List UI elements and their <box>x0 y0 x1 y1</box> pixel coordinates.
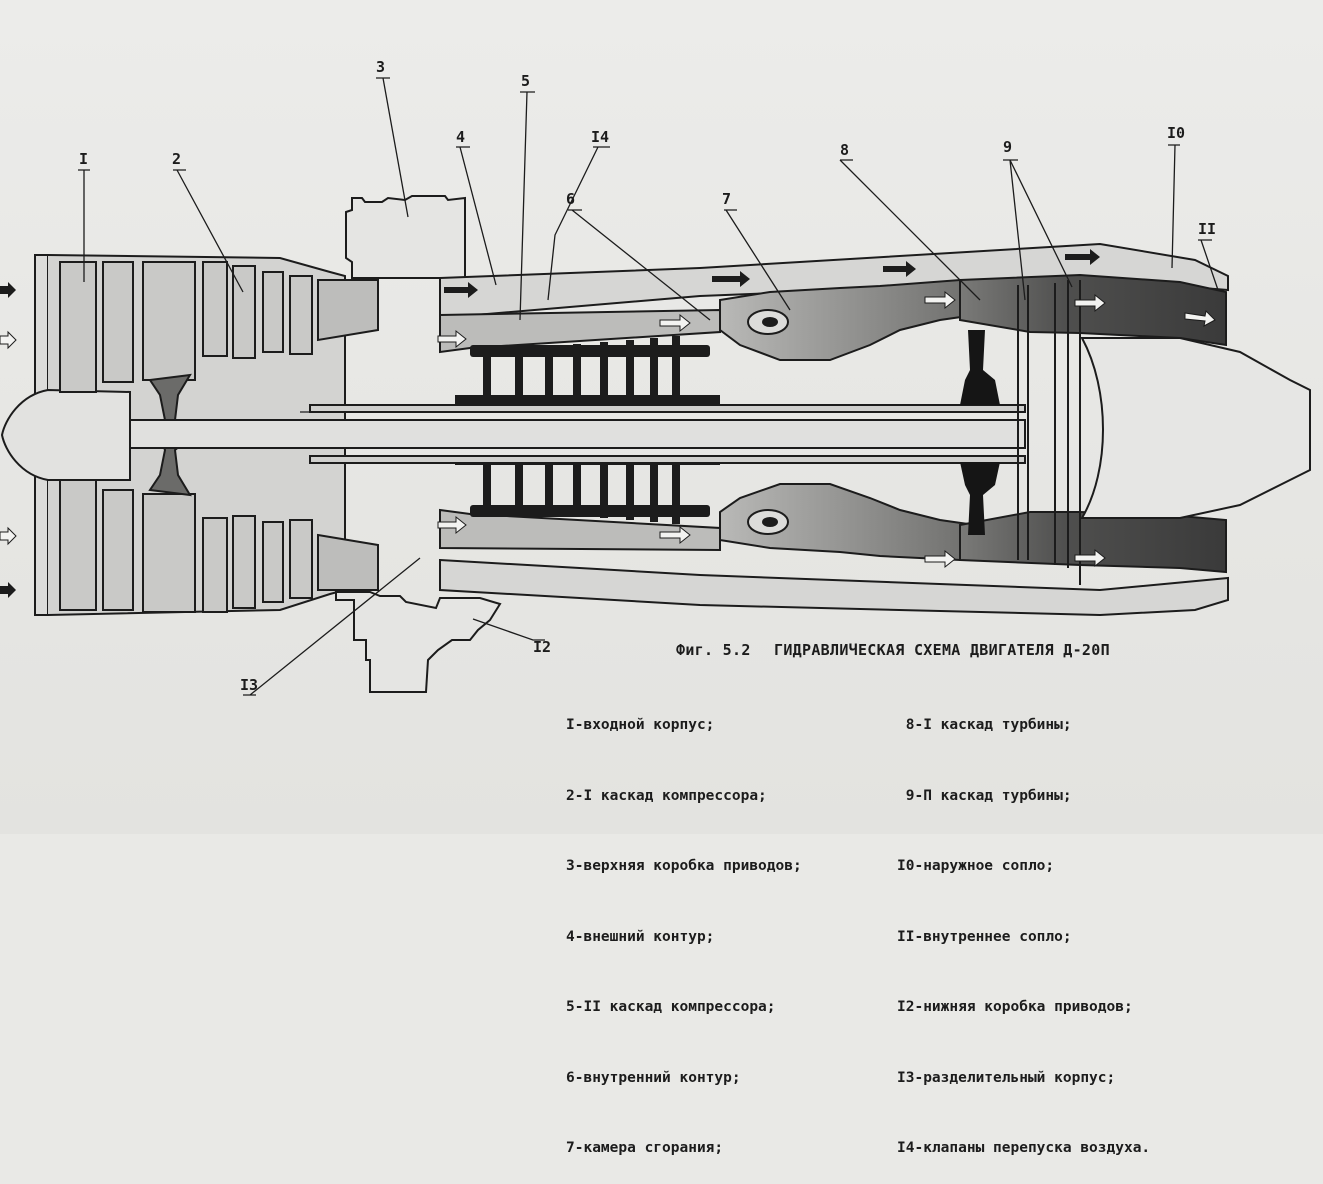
callout-5: 5 <box>521 72 531 90</box>
legend-item: 7-камера сгорания; <box>566 1140 724 1156</box>
bypass-duct-lower <box>439 558 1229 617</box>
bypass-arrows <box>444 249 1100 298</box>
engine-body <box>0 195 1311 693</box>
flow-arrows <box>0 249 1216 598</box>
lp-shaft <box>129 419 1026 449</box>
callout-leaders <box>78 77 1219 696</box>
legend-item: II-внутреннее сопло; <box>897 928 1072 945</box>
callout-6: 6 <box>566 190 576 208</box>
callout-7: 7 <box>722 190 732 208</box>
legend-item: I4-клапаны перепуска воздуха. <box>897 1140 1151 1156</box>
hp-rotor-discs <box>455 336 720 524</box>
legend-left-column: I-входной корпус; 2-I каскад компрессора… <box>566 667 802 1184</box>
callout-9: 9 <box>1003 138 1013 156</box>
legend-right-column: 8-I каскад турбины; 9-П каскад турбины; … <box>897 667 1150 1184</box>
legend-item: 3-верхняя коробка приводов; <box>566 858 802 874</box>
callout-3: 3 <box>376 58 386 76</box>
legend-item: I3-разделительный корпус; <box>897 1069 1116 1086</box>
legend-item: 9-П каскад турбины; <box>897 787 1072 804</box>
fan-blades-lower <box>59 479 313 613</box>
lp-compressor-hubs <box>148 373 193 497</box>
callout-13: I3 <box>240 676 259 694</box>
legend-item: 8-I каскад турбины; <box>897 717 1072 733</box>
callout-10: I0 <box>1167 124 1186 142</box>
legend-item: 4-внешний контур; <box>566 928 715 945</box>
exhaust-cone <box>1080 337 1311 519</box>
callout-1: I <box>79 150 89 168</box>
inlet-arrows-hollow <box>0 330 17 546</box>
callout-2: 2 <box>172 150 182 168</box>
legend-item: I0-наружное сопло; <box>897 858 1055 874</box>
turbine-stage-frames <box>1017 280 1081 585</box>
core-arrows <box>437 290 1216 569</box>
callout-12: I2 <box>533 638 552 656</box>
legend-item: 6-внутренний контур; <box>566 1069 741 1086</box>
turbine-discs <box>960 330 1000 535</box>
combustor-lower <box>719 483 976 562</box>
fan-blades-upper <box>59 261 313 393</box>
legend-item: I-входной корпус; <box>566 717 715 733</box>
callout-11: II <box>1198 220 1217 238</box>
upper-gearbox <box>345 195 466 279</box>
engine-cutaway-diagram <box>0 77 1311 696</box>
callout-8: 8 <box>840 141 850 159</box>
turbine-gas-path-upper <box>959 273 1227 347</box>
figure-caption: Фиг. 5.2 ГИДРАВЛИЧЕСКАЯ СХЕМА ДВИГАТЕЛЯ … <box>676 641 1110 659</box>
legend-item: 5-II каскад компрессора; <box>566 999 776 1015</box>
legend-item: 2-I каскад компрессора; <box>566 787 767 804</box>
nose-cone <box>0 388 131 481</box>
inlet-arrows-solid <box>0 282 16 598</box>
hp-compressor-upper <box>439 308 721 354</box>
hp-shaft-lower <box>309 455 1026 464</box>
hp-shaft-upper <box>309 404 1026 413</box>
bypass-duct-upper <box>439 242 1229 320</box>
figure-title: ГИДРАВЛИЧЕСКАЯ СХЕМА ДВИГАТЕЛЯ Д-20П <box>774 641 1110 659</box>
callout-14: I4 <box>591 128 610 146</box>
turbine-gas-path-lower <box>959 511 1227 574</box>
lower-gearbox <box>335 591 502 693</box>
callout-4: 4 <box>456 128 466 146</box>
legend-item: I2-нижняя коробка приводов; <box>897 999 1133 1015</box>
figure-number: Фиг. 5.2 <box>676 641 751 659</box>
